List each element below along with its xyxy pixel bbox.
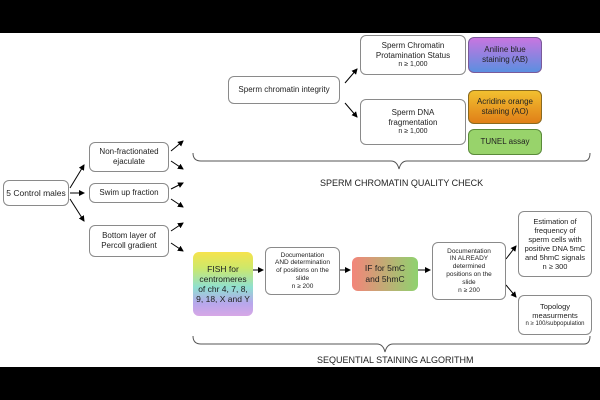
aniline-blue-box: Aniline blue staining (AB)	[468, 37, 542, 73]
protamination-status-n: n ≥ 1,000	[398, 60, 428, 68]
documentation-determined-box: Documentation IN ALREADY determined posi…	[432, 242, 506, 300]
connectors-layer	[69, 68, 591, 353]
fraction-swim-up: Swim up fraction	[89, 183, 169, 203]
arrow-doc2-to-topology	[505, 284, 517, 298]
bracket-sequential-staining	[192, 335, 591, 353]
arrow-start-to-fraction-1	[69, 164, 85, 189]
estimation-box: Estimation of frequency of sperm cells w…	[518, 211, 592, 277]
control-males-label: 5 Control males	[6, 187, 66, 198]
documentation-positions-label: Documentation AND determination of posit…	[275, 251, 330, 290]
if-staining-label: IF for 5mC and 5hmC	[364, 263, 406, 284]
chromatin-integrity-label: Sperm chromatin integrity	[238, 85, 330, 94]
arrow-start-to-fraction-3	[69, 198, 85, 222]
control-males-box: 5 Control males	[3, 180, 69, 206]
documentation-positions-box: Documentation AND determination of posit…	[265, 247, 340, 295]
if-staining-box: IF for 5mC and 5hmC	[352, 257, 418, 291]
sequential-staining-section-label: SEQUENTIAL STAINING ALGORITHM	[317, 355, 474, 365]
acridine-orange-box: Acridine orange staining (AO)	[468, 90, 542, 124]
fraction-non-fractionated: Non-fractionated ejaculate	[89, 142, 169, 172]
tunel-assay-box: TUNEL assay	[468, 129, 542, 155]
diagram-canvas: 5 Control males Non-fractionated ejacula…	[0, 33, 600, 367]
dna-fragmentation-box: Sperm DNA fragmentation n ≥ 1,000	[360, 99, 466, 145]
protamination-status-box: Sperm Chromatin Protamination Status n ≥…	[360, 35, 466, 75]
protamination-status-title: Sperm Chromatin Protamination Status	[375, 40, 451, 60]
documentation-determined-label: Documentation IN ALREADY determined posi…	[446, 247, 492, 294]
acridine-orange-label: Acridine orange staining (AO)	[476, 97, 534, 116]
arrow-frac1-down	[170, 160, 184, 170]
dna-fragmentation-n: n ≥ 1,000	[398, 127, 428, 135]
dna-fragmentation-title: Sperm DNA fragmentation	[388, 107, 438, 127]
aniline-blue-label: Aniline blue staining (AB)	[482, 45, 528, 64]
chromatin-integrity-box: Sperm chromatin integrity	[228, 76, 340, 104]
arrow-frac1-up	[170, 140, 184, 152]
topology-n: n ≥ 100/subpopulation	[525, 320, 585, 327]
fish-label: FISH for centromeres of chr 4, 7, 8, 9, …	[196, 263, 250, 305]
tunel-assay-label: TUNEL assay	[480, 137, 530, 146]
arrow-frac3-up	[170, 222, 184, 232]
fraction-label: Non-fractionated ejaculate	[99, 147, 159, 166]
fish-box: FISH for centromeres of chr 4, 7, 8, 9, …	[193, 252, 253, 316]
quality-check-section-label: SPERM CHROMATIN QUALITY CHECK	[320, 178, 484, 188]
fraction-label: Swim up fraction	[99, 188, 159, 197]
bracket-quality-check	[192, 152, 591, 170]
fraction-percoll: Bottom layer of Percoll gradient	[89, 225, 169, 257]
estimation-label: Estimation of frequency of sperm cells w…	[524, 217, 586, 271]
arrow-doc2-to-estimation	[505, 245, 517, 260]
topology-label: Topology measurments	[532, 301, 578, 321]
arrow-integrity-to-cps	[344, 68, 358, 84]
topology-box: Topology measurments n ≥ 100/subpopulati…	[518, 295, 592, 335]
arrow-frac2-up	[170, 182, 184, 190]
arrow-frac3-down	[170, 242, 184, 252]
arrow-integrity-to-dna	[344, 102, 358, 118]
arrow-frac2-down	[170, 198, 184, 208]
fraction-label: Bottom layer of Percoll gradient	[101, 231, 157, 250]
